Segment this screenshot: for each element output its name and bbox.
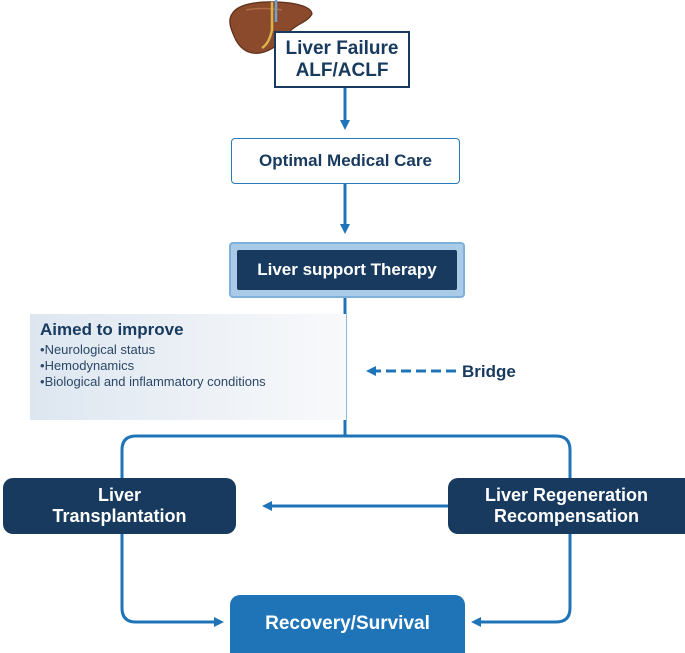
liver-support-therapy-label: Liver support Therapy bbox=[257, 260, 437, 280]
regeneration-label-line2: Recompensation bbox=[493, 506, 640, 526]
arrow-transplant-to-recovery bbox=[120, 534, 224, 627]
liver-icon bbox=[229, 0, 313, 54]
optimal-medical-care-box: Optimal Medical Care bbox=[231, 138, 460, 184]
transplantation-label-line1: Liver bbox=[97, 485, 142, 506]
arrow-regen-to-recovery bbox=[471, 534, 572, 627]
recovery-survival-box: Recovery/Survival bbox=[230, 595, 465, 653]
aims-item: Biological and inflammatory conditions bbox=[40, 374, 269, 390]
aims-list: Neurological status Hemodynamics Biologi… bbox=[40, 342, 346, 390]
liver-failure-sublabel: ALF/ACLF bbox=[295, 59, 389, 81]
recovery-survival-label: Recovery/Survival bbox=[265, 613, 430, 635]
aims-item: Hemodynamics bbox=[40, 358, 269, 374]
branch-left bbox=[120, 434, 345, 478]
bridge-label: Bridge bbox=[462, 362, 516, 381]
regeneration-label-line1: Liver Regeneration bbox=[484, 485, 649, 506]
liver-regeneration-box: Liver Regeneration Recompensation bbox=[448, 478, 685, 534]
liver-failure-box: Liver Failure ALF/ACLF bbox=[274, 31, 410, 88]
aims-item: Neurological status bbox=[40, 342, 269, 358]
liver-failure-label: Liver Failure bbox=[285, 37, 399, 59]
branch-right bbox=[345, 434, 572, 478]
liver-transplantation-box: Liver Transplantation bbox=[3, 478, 236, 534]
liver-support-therapy-box: Liver support Therapy bbox=[237, 250, 457, 290]
optimal-medical-care-label: Optimal Medical Care bbox=[259, 151, 432, 171]
aims-panel: Aimed to improve Neurological status Hem… bbox=[30, 314, 346, 420]
aims-title: Aimed to improve bbox=[40, 320, 184, 339]
transplantation-label-line2: Transplantation bbox=[52, 506, 187, 526]
